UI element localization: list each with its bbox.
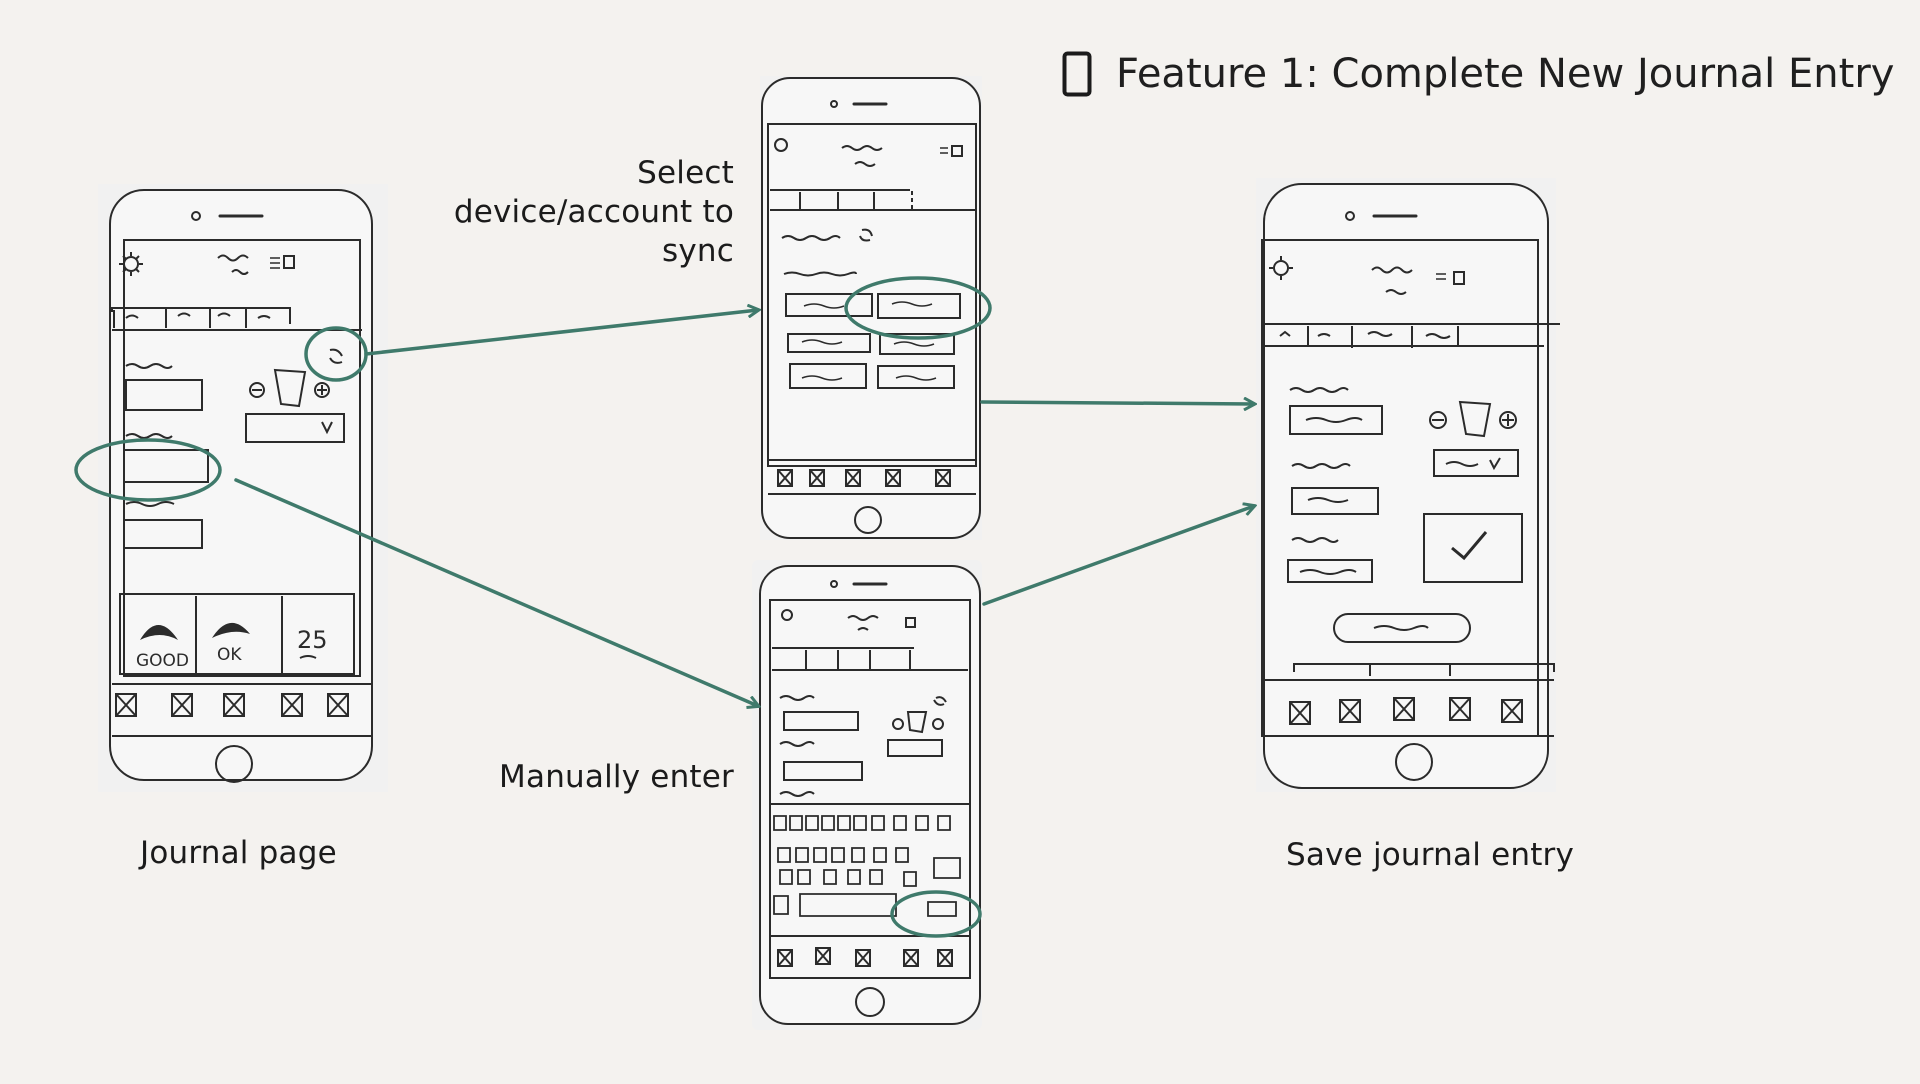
nav-icons	[116, 694, 348, 716]
caption-line: sync	[662, 233, 734, 269]
account-highlight	[846, 278, 990, 338]
title-text: Feature 1: Complete New Journal Entry	[1116, 51, 1895, 97]
manually-enter-sketch	[752, 560, 982, 1030]
mood-label-count: 25	[297, 626, 328, 654]
arrow-to-manual-entry	[236, 480, 758, 706]
arrow-to-select-device	[366, 310, 758, 354]
save-entry-caption: Save journal entry	[1286, 837, 1575, 873]
manually-enter-caption: Manually enter	[499, 759, 734, 795]
mood-label-good: GOOD	[136, 651, 189, 671]
caption-line: Select	[637, 155, 734, 191]
gear-icon	[119, 252, 143, 276]
page-title: Feature 1: Complete New Journal Entry	[1062, 46, 1894, 102]
mood-label-ok: OK	[217, 645, 242, 665]
field-highlight	[76, 440, 220, 500]
save-entry-sketch	[1256, 178, 1560, 792]
journal-page-sketch: GOOD OK 25	[98, 184, 388, 792]
arrow-manual-to-save	[984, 506, 1254, 604]
select-device-sketch	[760, 76, 982, 540]
flow-arrows	[236, 310, 1254, 706]
phone-icon	[1062, 51, 1092, 97]
keyboard-enter-highlight	[892, 892, 980, 936]
select-device-caption: Select device/account to sync	[420, 154, 734, 271]
caption-line: device/account to	[453, 194, 734, 230]
arrow-select-to-save	[982, 402, 1254, 404]
journal-page-caption: Journal page	[140, 835, 337, 871]
